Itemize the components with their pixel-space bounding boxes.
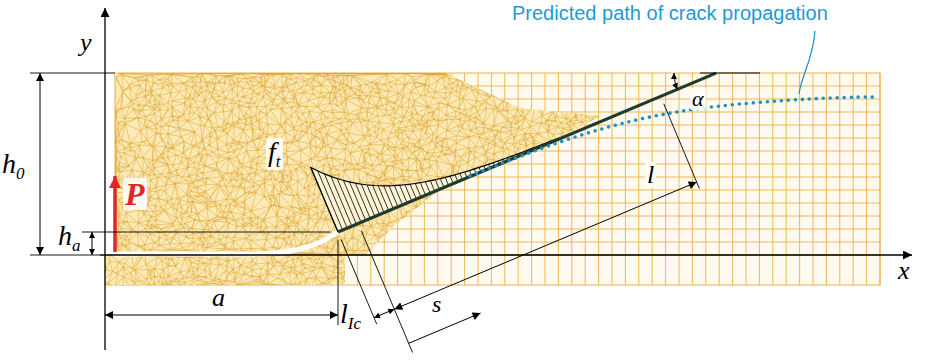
mesh-line: [826, 73, 827, 285]
mesh-line: [531, 73, 532, 285]
mesh-line: [813, 73, 814, 285]
axis-label: y: [80, 30, 92, 56]
dimensions: [30, 73, 760, 353]
dimension-label: h0: [2, 150, 25, 182]
stress-hatch: [318, 171, 343, 230]
annotation-text: Predicted path of crack propagation: [512, 3, 828, 23]
mesh-line: [665, 73, 666, 285]
angle-label: α: [690, 88, 706, 110]
mesh-line: [759, 73, 760, 285]
extension-line: [82, 232, 330, 233]
stress-hatch: [378, 186, 389, 211]
predicted-path: [470, 97, 878, 176]
dimension-label: ha: [58, 222, 81, 254]
stress-curve: [311, 138, 559, 232]
stress-hatch: [430, 181, 434, 192]
mesh-line: [866, 73, 867, 285]
mesh-line: [880, 73, 881, 285]
mesh-line: [625, 73, 626, 285]
mesh-line: [772, 73, 773, 285]
dimension-label: lIc: [340, 300, 361, 332]
mesh-line: [612, 73, 613, 285]
mesh-fill: [100, 60, 620, 270]
extension-line: [664, 104, 700, 189]
fine-mesh: [105, 255, 345, 285]
stress-hatch: [389, 186, 398, 207]
extension-line: [700, 72, 760, 73]
stress-hatch: [425, 182, 430, 194]
mesh-triangles: [105, 255, 345, 285]
extension-line: [361, 231, 412, 353]
x-axis: [100, 254, 912, 255]
load-label: P: [123, 178, 147, 210]
stress-hatch: [415, 183, 421, 197]
stress-hatch: [361, 184, 375, 216]
mesh-line: [839, 73, 840, 285]
mesh-line: [571, 73, 572, 285]
stress-hatch: [410, 184, 416, 199]
stress-region: [311, 138, 559, 232]
stress-label: ft: [266, 138, 283, 170]
dimension-line: [105, 315, 338, 316]
mesh-line: [799, 73, 800, 285]
load-arrow: [113, 176, 117, 252]
angle-arc: [674, 73, 677, 89]
extension-line: [338, 240, 339, 325]
stress-hatch: [367, 185, 379, 215]
dimension-line: [374, 309, 394, 318]
dimension-label: a: [212, 285, 225, 311]
stress-hatch: [331, 176, 352, 226]
axis-label: x: [898, 258, 910, 284]
crack-direction-line: [338, 73, 716, 232]
mesh-line: [786, 73, 787, 285]
mesh-line: [518, 73, 519, 285]
mesh-fill: [105, 255, 345, 285]
dimension-label: l: [645, 162, 656, 188]
mesh-line: [679, 73, 680, 285]
dimension-line: [394, 182, 696, 309]
dimension-line: [409, 313, 481, 343]
stress-hatch: [343, 180, 361, 222]
stress-hatch: [420, 183, 425, 196]
extension-line: [30, 73, 115, 74]
mesh-line: [598, 73, 599, 285]
y-axis: [104, 8, 105, 350]
mesh-line: [545, 73, 546, 285]
stress-hatch: [384, 186, 394, 209]
dimension-line: [40, 73, 41, 255]
mesh-line: [585, 73, 586, 285]
fine-mesh: [100, 60, 620, 270]
stress-hatch: [405, 185, 412, 201]
stress-hatch: [337, 179, 356, 225]
crack: [115, 232, 338, 254]
mesh-triangles: [115, 73, 600, 255]
mesh-line: [558, 73, 559, 285]
dimension-label: s: [432, 292, 441, 316]
mesh-line: [853, 73, 854, 285]
stress-hatch: [373, 185, 384, 212]
leader-line: [799, 31, 815, 94]
dimension-line: [92, 232, 93, 255]
